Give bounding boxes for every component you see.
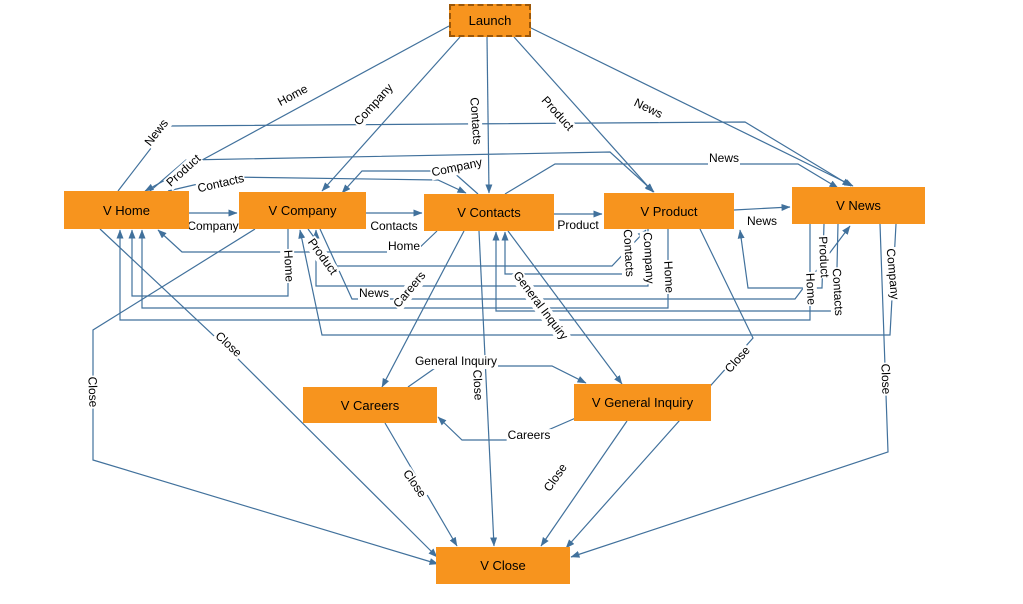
node-general_inquiry[interactable]: V General Inquiry <box>574 384 711 421</box>
node-launch[interactable]: Launch <box>449 4 531 37</box>
node-contacts[interactable]: V Contacts <box>424 194 554 231</box>
edge-news-to-close <box>570 223 889 558</box>
edge-label-product-to-company: Company <box>639 230 658 286</box>
edge-contacts-to-company <box>341 170 479 195</box>
edge-careers-to-general-inquiry <box>407 365 587 388</box>
edge-company-to-home <box>128 229 289 297</box>
edge-label-launch-to-contacts: Contacts <box>466 95 485 147</box>
edge-label-contacts-to-home: Home <box>386 239 422 254</box>
edge-label-contacts-to-close: Close <box>469 368 486 402</box>
node-home[interactable]: V Home <box>64 191 189 229</box>
node-news[interactable]: V News <box>792 187 925 224</box>
node-company[interactable]: V Company <box>239 192 366 229</box>
node-careers[interactable]: V Careers <box>303 387 437 423</box>
edge-product-to-news <box>733 203 791 211</box>
edge-label-careers-to-general-inquiry: General Inquiry <box>413 354 499 369</box>
edge-label-product-to-contacts: Contacts <box>619 227 638 279</box>
edge-contacts-to-news <box>504 163 839 195</box>
edge-label-product-to-home: Home <box>660 259 677 295</box>
edge-label-general-inquiry-to-careers: Careers <box>506 428 552 443</box>
edge-contacts-to-careers <box>381 230 465 388</box>
node-close[interactable]: V Close <box>436 547 570 584</box>
edge-launch-to-news <box>530 27 854 187</box>
edge-general-inquiry-to-careers <box>437 416 579 441</box>
edge-contacts-to-home <box>157 229 438 253</box>
edge-label-news-to-close: Close <box>877 362 894 396</box>
edge-label-product-to-news: News <box>745 214 779 229</box>
edge-contacts-to-close <box>478 230 498 547</box>
edge-label-company-to-news: News <box>357 286 391 301</box>
edge-label-contacts-to-product: Product <box>556 218 600 233</box>
edge-general-inquiry-to-close <box>540 420 628 547</box>
edge-launch-to-product <box>513 36 654 193</box>
edge-label-contacts-to-news: News <box>707 151 741 166</box>
edge-home-to-news <box>117 121 852 192</box>
edge-label-news-to-home: Home <box>802 271 819 307</box>
edge-product-to-company <box>312 229 649 287</box>
edge-label-company-to-contacts: Contacts <box>369 219 419 234</box>
edge-label-company-to-home: Home <box>280 248 297 284</box>
edge-launch-to-contacts <box>485 36 493 194</box>
edge-product-to-close <box>565 228 754 549</box>
edge-label-news-to-product: Product <box>814 234 832 280</box>
edge-company-to-product <box>307 228 647 267</box>
edge-launch-to-company <box>321 36 461 192</box>
edge-label-company-to-close: Close <box>84 375 101 409</box>
node-product[interactable]: V Product <box>604 193 734 229</box>
edge-news-to-home <box>116 224 811 321</box>
edge-label-home-to-company: Company <box>186 219 240 234</box>
